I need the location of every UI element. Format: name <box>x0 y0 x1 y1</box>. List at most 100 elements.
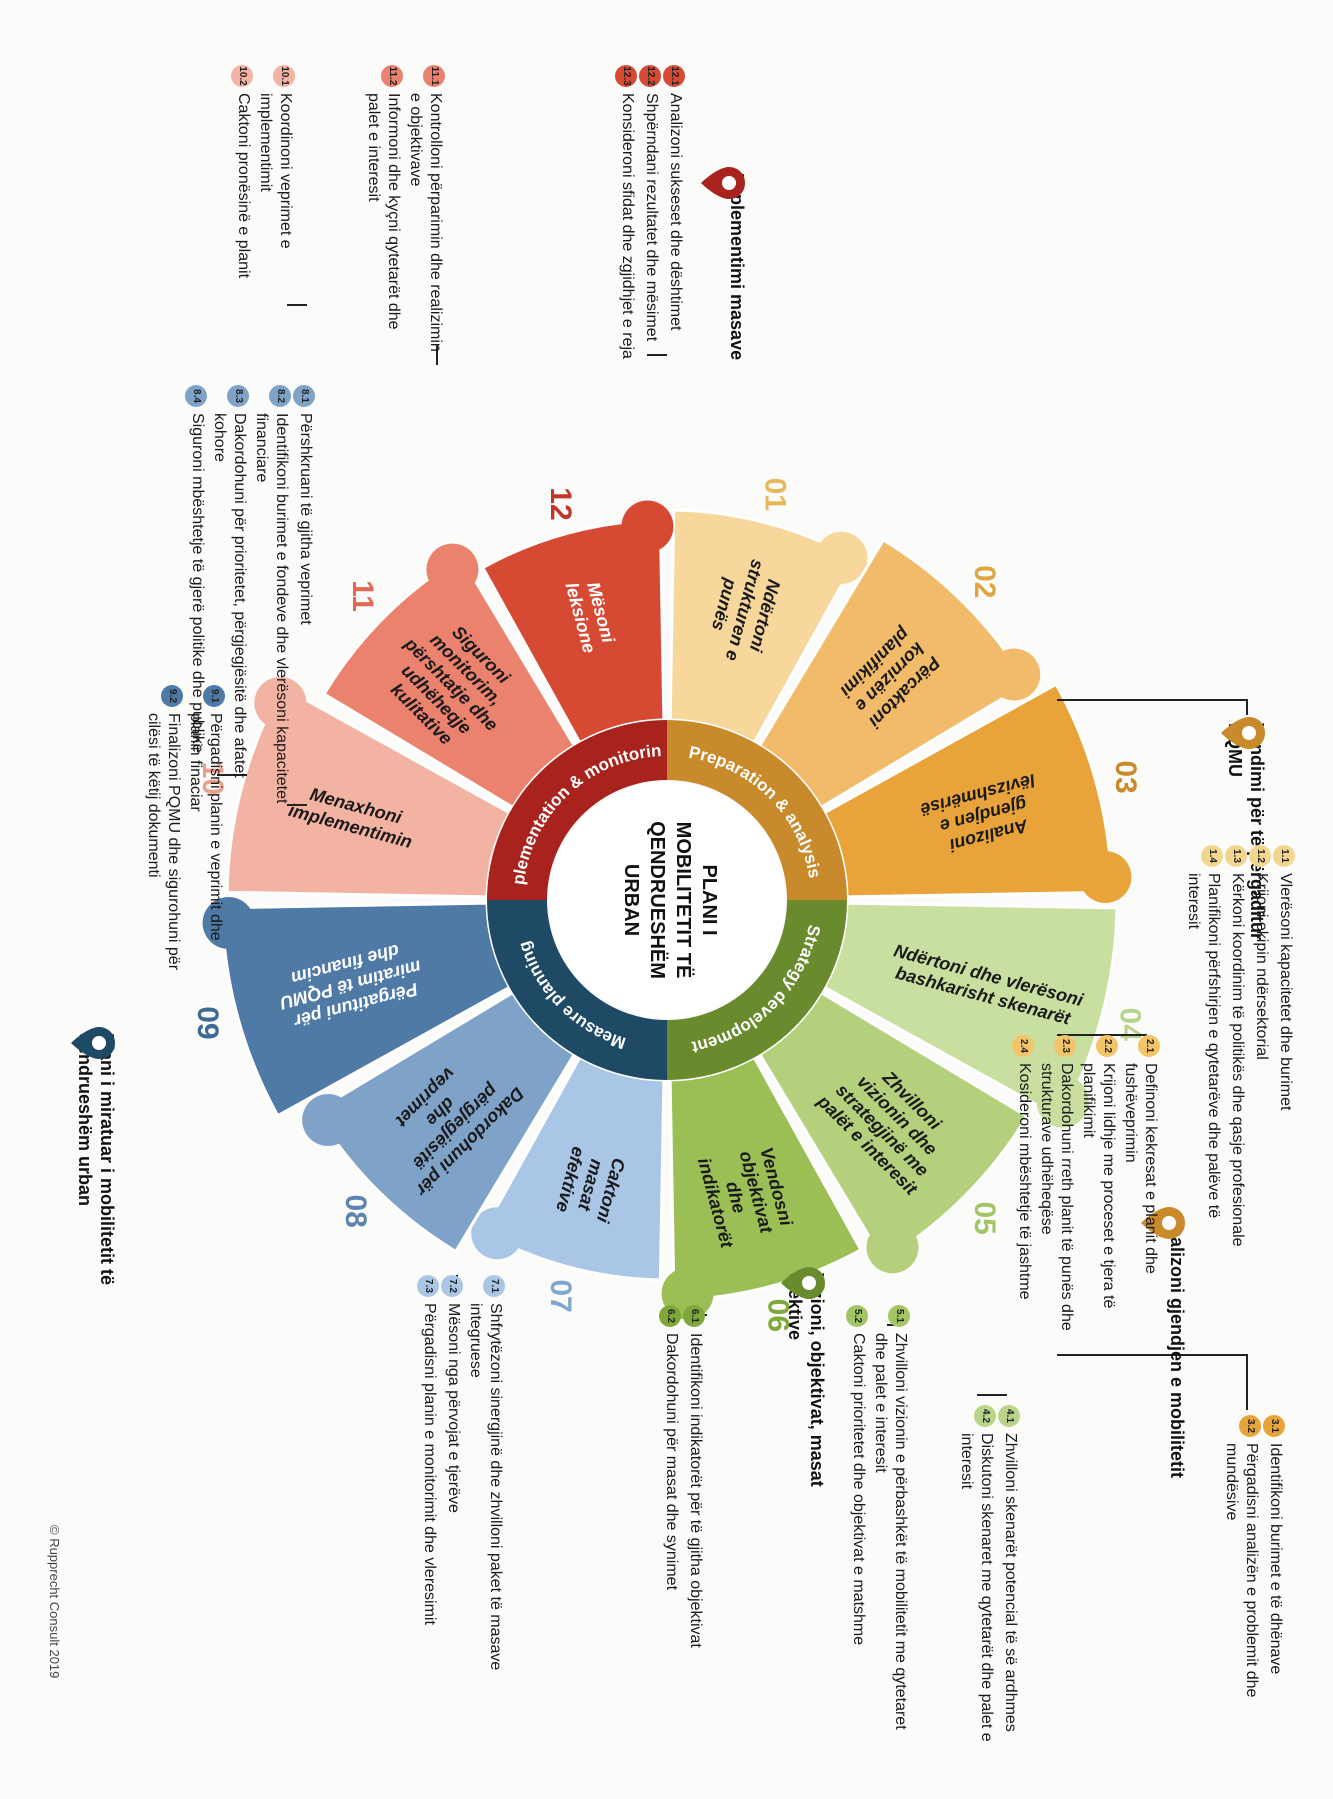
step-text: Zhvilloni skenarët potencial të së ardhm… <box>1001 1432 1019 1732</box>
segment-number: 08 <box>338 1194 371 1227</box>
milestone-line: Plani i miratuar i mobilitetit të <box>96 1032 117 1285</box>
segment-number: 11 <box>345 580 378 612</box>
connector-line <box>1056 698 1248 715</box>
segment-number: 07 <box>543 1279 576 1312</box>
step-number-badge: 4.2 <box>973 1404 996 1427</box>
step-text: Identifikoni burimet e të dhënave <box>1266 1442 1284 1674</box>
step-number-badge: 1.3 <box>1224 844 1247 867</box>
step-text: Analizoni sukseset dhe dështimet <box>666 92 684 330</box>
step-number-badge: 12.3 <box>614 64 637 87</box>
milestone-implementation: Implementimi masave <box>700 165 746 360</box>
center-title-line: PLANI I <box>698 864 720 935</box>
step-number-badge: 9.2 <box>160 684 183 707</box>
segment-bubble <box>425 543 478 596</box>
step-text: Caktoni prioritetet dhe objektivat e mat… <box>849 1332 867 1645</box>
step-text: Krijoni lidhje me proceset e tjera të pl… <box>1079 1062 1117 1308</box>
step-text: Koordinoni veprimet e implementimit <box>256 92 294 249</box>
step-number-badge: 5.2 <box>845 1304 868 1327</box>
step-text: Vlerësoni kapacitetet dhe burimet <box>1276 872 1294 1110</box>
step-text: Kosideroni mbështetje të jashtme <box>1015 1062 1033 1300</box>
segment-bubble <box>253 676 306 729</box>
step-text: Zhvilloni vizionin e përbashkët të mobil… <box>871 1332 909 1730</box>
step-text: Informoni dhe kyçni qytetarët dhe palet … <box>364 92 402 330</box>
segment-bubble <box>814 531 867 584</box>
segment-bubble <box>301 1093 354 1146</box>
step-number-badge: 4.1 <box>997 1404 1020 1427</box>
step-text: Kontrolloni përparimin dhe realizimin e … <box>406 92 444 352</box>
step-number-badge: 10.1 <box>272 64 295 87</box>
step-number-badge: 11.1 <box>422 64 445 87</box>
step-text: Dakordohuni për masat dhe synimet <box>662 1332 680 1590</box>
step-number-badge: 8.3 <box>226 384 249 407</box>
center-title-line: URBAN <box>620 863 642 935</box>
step-number-badge: 6.2 <box>658 1304 681 1327</box>
step-number-badge: 9.1 <box>202 684 225 707</box>
center-title-line: QENDRUESHËM <box>646 821 669 979</box>
connector-line <box>1056 1353 1248 1410</box>
step-number-badge: 5.1 <box>887 1304 910 1327</box>
step-number-badge: 2.3 <box>1053 1034 1076 1057</box>
milestone-line: qendrueshëm urban <box>74 1032 95 1206</box>
step-text: Definoni kekresat e planit dhe fushëvepr… <box>1121 1062 1159 1274</box>
phase-ring-arc <box>666 719 847 900</box>
step-text: Konsideroni sfidat dhe zgjidhjet e reja <box>618 92 636 359</box>
step-number-badge: 3.2 <box>1238 1414 1261 1437</box>
segment-bubble <box>1036 1075 1089 1128</box>
segment-number: 02 <box>968 565 1001 598</box>
segment-bubble <box>987 648 1040 701</box>
phase-ring-arc <box>486 899 667 1080</box>
segment-bubble <box>470 1206 523 1259</box>
step-number-badge: 1.2 <box>1248 844 1271 867</box>
step-number-badge: 8.2 <box>268 384 291 407</box>
center-circle <box>548 781 785 1018</box>
segment-number: 05 <box>968 1201 1001 1234</box>
step-text: Përgadisni planin e monitorimit dhe vler… <box>420 1302 438 1625</box>
step-text: Dakordohuni rreth planit të punës dhe st… <box>1037 1062 1075 1331</box>
step-number-badge: 11.2 <box>380 64 403 87</box>
step-number-badge: 1.1 <box>1272 844 1295 867</box>
step-number-badge: 8.1 <box>292 384 315 407</box>
step-number-badge: 2.2 <box>1095 1034 1118 1057</box>
phase-ring-arc <box>486 719 667 900</box>
step-number-badge: 2.4 <box>1011 1034 1034 1057</box>
